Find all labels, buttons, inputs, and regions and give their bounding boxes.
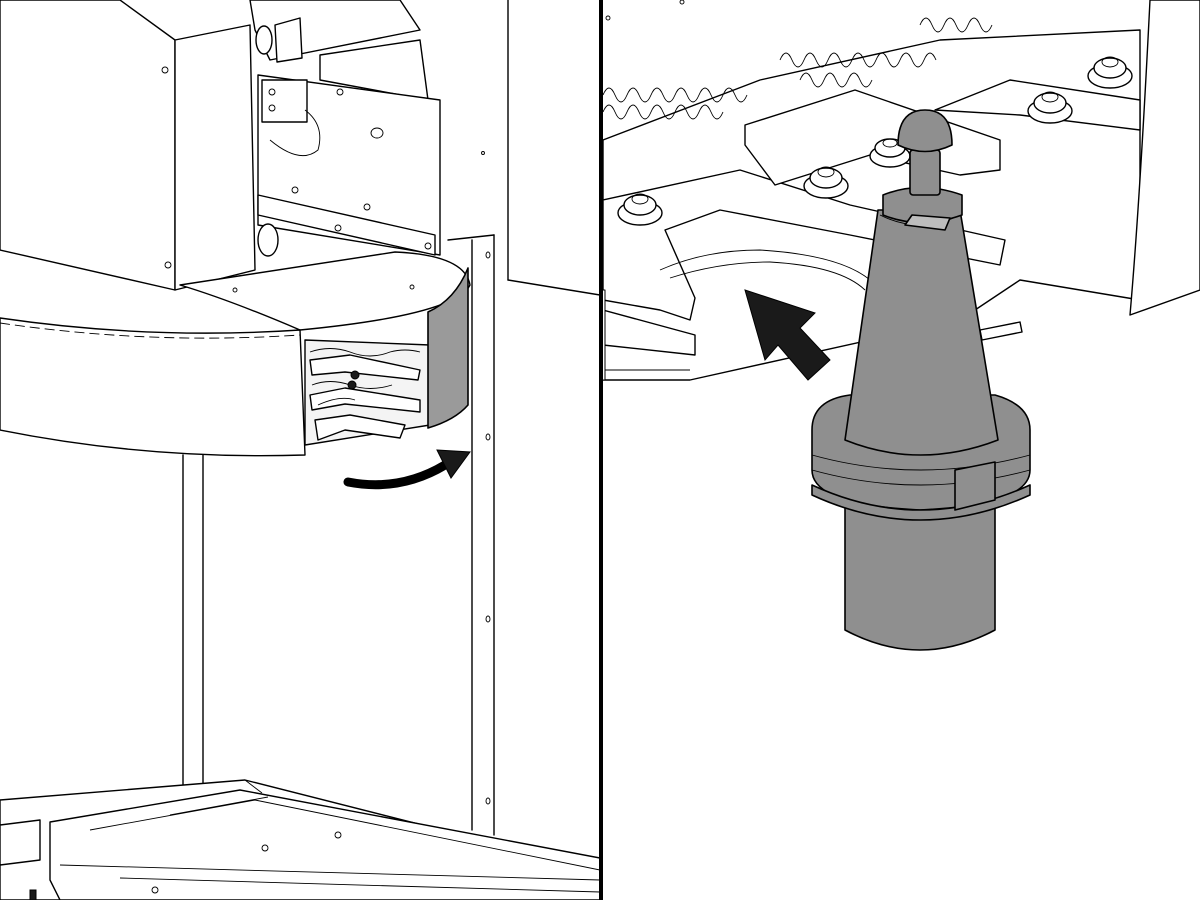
column-rivets xyxy=(485,251,491,805)
coiled-springs xyxy=(603,17,993,120)
panel-divider xyxy=(599,0,603,900)
straight-insertion-arrow xyxy=(744,289,831,381)
panel-left-machine-overview xyxy=(0,0,600,900)
machine-table xyxy=(0,779,600,900)
carousel-top-plate xyxy=(179,251,471,331)
carousel-plate xyxy=(603,0,1141,381)
machine-column-edge xyxy=(603,0,1200,381)
panel-right-tool-insertion-detail xyxy=(603,0,1200,900)
tool-insertion-drawing xyxy=(603,0,1200,651)
machine-overview-drawing xyxy=(0,0,600,900)
machine-column xyxy=(182,0,600,836)
tool-holder xyxy=(811,109,1031,651)
curved-rotation-arrow xyxy=(343,449,471,490)
spindle-head-housing xyxy=(0,0,485,291)
carousel-tool-pockets xyxy=(304,339,431,446)
carousel-drum-cover xyxy=(0,317,306,457)
carousel-shield xyxy=(427,267,469,429)
